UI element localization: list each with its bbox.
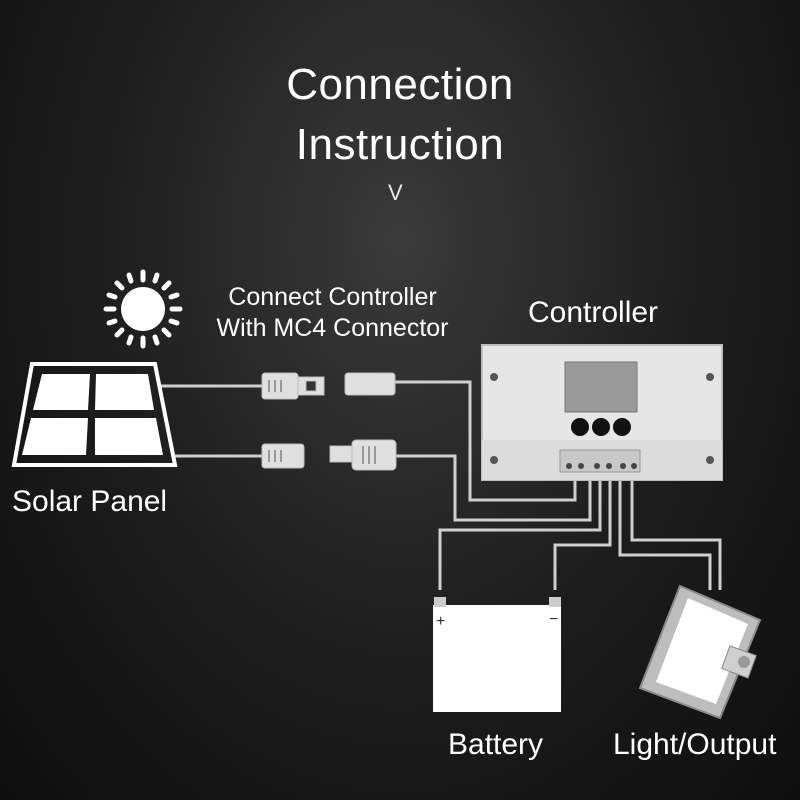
wire-pv-negative <box>392 454 592 522</box>
controller-label: Controller <box>528 296 659 329</box>
floodlight-icon <box>638 584 762 720</box>
mc4-connector-label: Connect Controller With MC4 Connector <box>190 282 475 344</box>
solar-panel-label: Solar Panel <box>12 485 168 518</box>
mc4-label-line-2: With MC4 Connector <box>216 314 449 342</box>
solar-panel-icon <box>11 362 178 467</box>
light-output-label: Light/Output <box>613 728 777 761</box>
mc4-connector-icon <box>261 372 397 471</box>
sun-icon <box>103 269 183 349</box>
wire-battery-negative <box>553 472 612 590</box>
mc4-label-line-1: Connect Controller <box>228 283 437 311</box>
battery-negative-terminal: − <box>549 611 558 628</box>
title-line-1: Connection <box>286 60 514 109</box>
wire-pv-positive <box>392 380 577 502</box>
wire-load-positive <box>618 472 712 590</box>
battery-positive-terminal: + <box>436 613 445 630</box>
title-line-2: Instruction <box>295 120 505 169</box>
battery-icon: + − <box>433 597 561 712</box>
wire-battery-positive <box>438 472 602 590</box>
wire-load-negative <box>630 472 722 590</box>
battery-label: Battery <box>448 728 544 761</box>
controller-icon <box>481 344 723 481</box>
wires <box>160 380 722 590</box>
chevron-down-icon: V <box>388 180 403 205</box>
